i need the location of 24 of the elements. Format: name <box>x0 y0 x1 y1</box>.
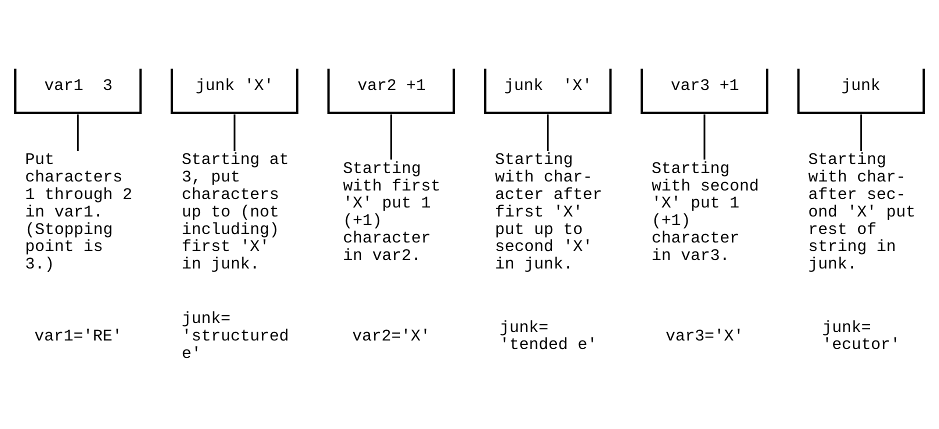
node-text: Starting with char- after sec- ond 'X' put rest of string in junk. <box>808 150 916 274</box>
connector <box>77 114 79 151</box>
node-text: junk 'X' <box>196 75 274 94</box>
label: var2='X' <box>352 326 430 346</box>
label: junk= 'structured e' <box>182 308 289 362</box>
label: junk= 'tended e' <box>500 317 598 354</box>
node-text: Starting at 3, put characters up to (not including) first 'X' in junk. <box>182 150 289 274</box>
connector <box>860 114 862 151</box>
connector <box>234 114 236 151</box>
node-text: var3 +1 <box>670 75 740 94</box>
node-text: junk 'X' <box>504 75 592 94</box>
label: var3='X' <box>666 326 744 346</box>
label: var1='RE' <box>34 326 122 346</box>
node-text: Starting with first 'X' put 1 (+1) character in var2. <box>343 158 440 264</box>
node-text: junk <box>841 75 880 94</box>
node-text: var2 +1 <box>358 75 426 94</box>
node-text: var1 3 <box>44 75 112 94</box>
connector <box>704 114 706 160</box>
node-text: Put characters 1 through 2 in var1. (Stopping point is 3.) <box>25 150 132 274</box>
node-text: Starting with second 'X' put 1 (+1) character in var3. <box>652 158 759 264</box>
connector <box>546 114 549 151</box>
connector <box>390 114 392 160</box>
label: junk= 'ecutor' <box>822 317 900 354</box>
node-text: Starting with char- acter after first 'X' put up to second 'X' in junk. <box>495 150 602 274</box>
